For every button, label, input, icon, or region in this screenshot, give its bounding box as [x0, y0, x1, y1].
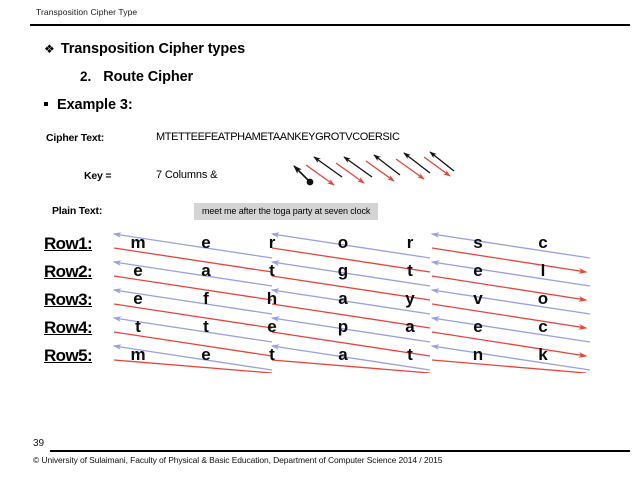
grid-row-labels: Row1: Row2: Row3: Row4: Row5: [44, 228, 118, 373]
grid-cell-r3-c4: a [338, 289, 348, 308]
grid-cell-r2-c5: t [407, 261, 413, 280]
grid-cell-r1-c6: s [473, 233, 483, 252]
row-label-3: Row3: [44, 290, 93, 309]
row-label-4: Row4: [44, 318, 93, 337]
grid-cell-r1-c4: o [337, 233, 349, 252]
heading-example-label: Example 3: [57, 97, 133, 113]
grid-cell-r3-c1: e [133, 289, 143, 308]
footer-credit: © University of Sulaimani, Faculty of Ph… [33, 455, 443, 465]
footer-divider [50, 450, 630, 452]
page-number: 39 [33, 438, 45, 449]
header-divider [30, 24, 630, 26]
grid-cell-r5-c4: a [338, 345, 348, 364]
grid-cell-r2-c3: t [269, 261, 275, 280]
key-value: 7 Columns & [156, 169, 218, 181]
grid-cell-r3-c6: v [473, 289, 483, 308]
grid-cell-r5-c5: t [407, 345, 413, 364]
cipher-text-label: Cipher Text: [46, 132, 105, 144]
heading-main-label: Transposition Cipher types [60, 41, 246, 57]
slide-header-title: Transposition Cipher Type [36, 7, 138, 17]
legend-black-arrows [293, 151, 455, 186]
grid-cell-r4-c1: t [135, 317, 141, 336]
grid-red-arrows [113, 247, 588, 373]
grid-cell-r2-c6: e [473, 261, 483, 280]
grid-cell-r3-c2: f [203, 289, 209, 308]
heading-example: Example 3: [44, 97, 133, 113]
grid-cell-r4-c4: p [337, 317, 349, 336]
legend-red-arrows [305, 156, 451, 186]
grid-cell-r5-c7: k [538, 345, 548, 364]
grid-cell-r5-c1: m [130, 345, 146, 364]
grid-cell-r3-c5: y [405, 289, 415, 308]
plain-text-value: meet me after the toga party at seven cl… [194, 203, 379, 220]
grid-cell-r4-c5: a [405, 317, 415, 336]
plain-text-label: Plain Text: [52, 205, 103, 217]
grid-cell-r1-c5: r [406, 233, 414, 252]
grid-cell-r4-c3: e [267, 317, 277, 336]
row-label-5: Row5: [44, 346, 93, 365]
grid-cell-r2-c4: g [337, 261, 349, 280]
grid-cell-r5-c3: t [269, 345, 275, 364]
grid-cell-r1-c2: e [201, 233, 211, 252]
key-label: Key = [84, 170, 112, 182]
grid-cell-r5-c2: e [201, 345, 211, 364]
grid-cell-r1-c3: r [268, 233, 276, 252]
list-index: 2. [80, 69, 92, 84]
heading-transposition-cipher-types: ❖ Transposition Cipher types [44, 41, 245, 57]
grid-blue-arrows [112, 232, 591, 371]
grid-cell-r2-c1: e [133, 261, 143, 280]
diamond-bullet-icon: ❖ [44, 42, 55, 56]
grid-cell-r2-c7: l [540, 261, 546, 280]
row-label-1: Row1: [44, 234, 93, 253]
cipher-text-value: MTETTEEFEATPHAMETAANKEYGROTVCOERSIC [156, 131, 400, 143]
grid-cell-r1-c1: m [130, 233, 146, 252]
grid-route-arrows [112, 232, 591, 373]
grid-cell-r3-c7: o [537, 289, 549, 308]
square-bullet-icon [44, 102, 48, 106]
heading-sub-label: Route Cipher [103, 69, 194, 85]
grid-cell-r3-c3: h [266, 289, 278, 308]
grid-cell-r2-c2: a [201, 261, 211, 280]
grid-cell-r1-c7: c [538, 233, 548, 252]
grid-cell-r5-c6: n [472, 345, 484, 364]
row-label-2: Row2: [44, 262, 93, 281]
grid-cell-r4-c6: e [473, 317, 483, 336]
route-direction-legend-icon [293, 151, 455, 186]
grid-cell-r4-c2: t [203, 317, 209, 336]
heading-route-cipher: 2. Route Cipher [80, 69, 193, 85]
grid-cell-r4-c7: c [538, 317, 548, 336]
